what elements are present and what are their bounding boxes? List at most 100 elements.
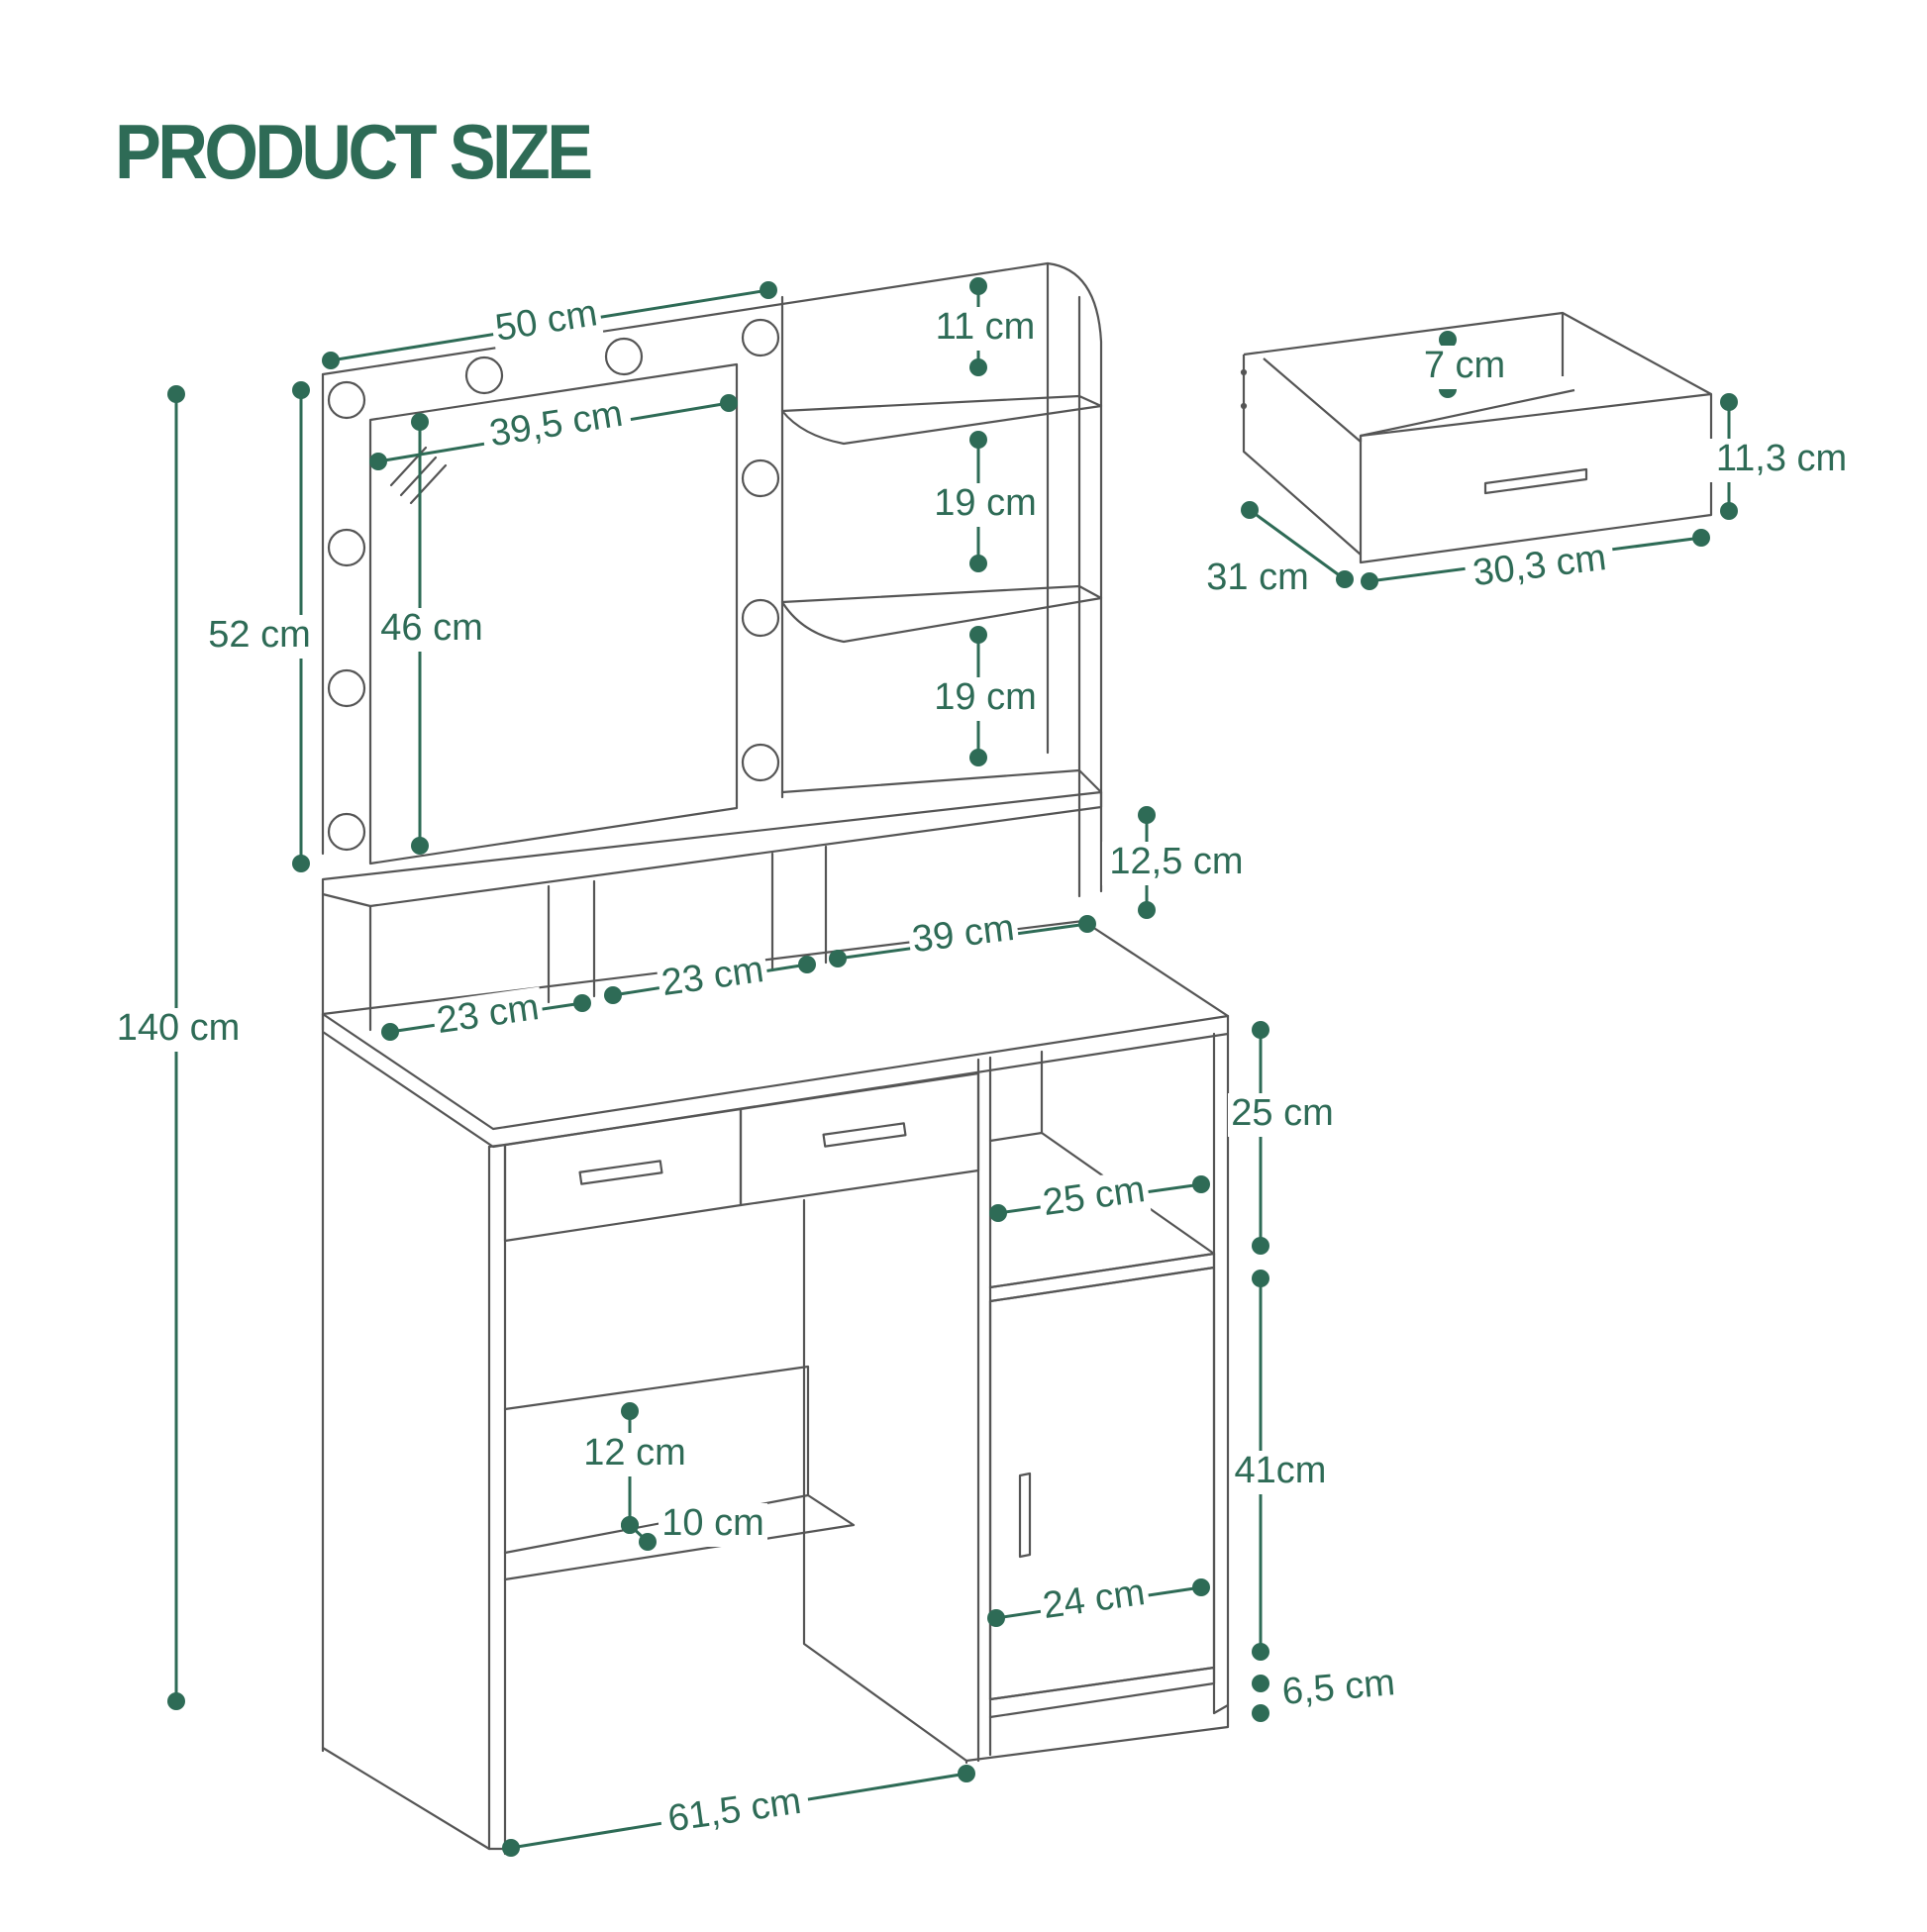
dim-mirror-width-endpoint-1 (369, 453, 387, 470)
dim-drawer-width-endpoint-2 (1692, 529, 1710, 547)
dim-cabinet-open-height-label-bg (1228, 1093, 1337, 1137)
left-panel-front (487, 1143, 507, 1851)
dim-cubby-height: 12,5 cm (1102, 806, 1251, 919)
shelf-top (780, 394, 1103, 446)
bulb-9 (741, 598, 780, 638)
dim-footrest-depth-endpoint-1 (621, 1516, 639, 1534)
dim-drawer-inner-depth-label-bg (1420, 346, 1509, 389)
dim-footrest-depth-endpoint-2 (639, 1533, 657, 1551)
dim-middle-shelf-gap-endpoint-2 (969, 555, 987, 572)
dim-drawer-depth-line (1249, 508, 1346, 581)
dim-footrest-gap-endpoint-1 (621, 1402, 639, 1420)
dim-cubby-mid-width-label-bg (656, 949, 770, 1008)
dim-base-width: 61,5 cm (502, 1765, 975, 1857)
dim-drawer-width-endpoint-1 (1361, 572, 1378, 590)
shelf-bottom (780, 768, 1103, 794)
dim-drawer-inner-depth-label: 7 cm (1424, 345, 1505, 386)
dim-mirror-height-label: 46 cm (380, 607, 482, 649)
dim-cabinet-door-width-label-bg (1037, 1572, 1152, 1631)
dim-plinth-height: 6,5 cm (1252, 1662, 1405, 1722)
bulb-3 (604, 337, 644, 376)
dim-top-shelf-gap-endpoint-1 (969, 277, 987, 295)
footrest-back (503, 1365, 810, 1497)
dim-top-width-endpoint-2 (760, 281, 777, 299)
drawer-left-front (503, 1107, 743, 1243)
dim-top-width-label: 50 cm (492, 292, 600, 350)
dim-plinth-height-endpoint-2 (1252, 1704, 1269, 1722)
dim-cubby-left-width-label: 23 cm (435, 986, 542, 1042)
dim-base-width-label-bg (658, 1779, 812, 1845)
drawer-outline (1240, 311, 1713, 564)
mirror-glare-3 (409, 463, 448, 505)
dim-cabinet-door-width-label: 24 cm (1041, 1572, 1148, 1627)
dim-lower-shelf-gap-endpoint-1 (969, 626, 987, 644)
dim-drawer-inner-depth: 7 cm (1420, 331, 1509, 398)
dim-total-height: 140 cm (114, 385, 243, 1710)
drawer-right-handle (822, 1122, 907, 1148)
dim-total-height-endpoint-1 (167, 385, 185, 403)
dim-lower-shelf-gap-label-bg (931, 677, 1040, 721)
dim-cubby-left-width-endpoint-2 (573, 994, 591, 1012)
dim-lower-shelf-gap-label: 19 cm (934, 676, 1036, 718)
dim-mirror-width: 39,5 cm (369, 392, 738, 470)
dim-drawer-height: 11,3 cm (1707, 393, 1856, 520)
dim-cubby-right-width: 39 cm (829, 907, 1096, 967)
page-title: PRODUCT SIZE (115, 108, 593, 195)
dim-top-shelf-gap-label: 11 cm (936, 306, 1036, 348)
cabinet-plinth (988, 1666, 1216, 1719)
cabinet-door (988, 1266, 1216, 1701)
dim-cabinet-door-height-label: 41cm (1235, 1450, 1327, 1491)
cubby-ledge-top (321, 790, 1103, 908)
dim-cabinet-door-width-endpoint-1 (987, 1609, 1005, 1627)
bulb-1 (327, 380, 366, 420)
dim-drawer-inner-depth-endpoint-1 (1439, 331, 1457, 349)
vanity-outline (321, 261, 1230, 1856)
dim-cabinet-door-height-label-bg (1236, 1451, 1325, 1494)
dim-cubby-height-label-bg (1102, 842, 1251, 885)
dim-top-height: 52 cm (205, 381, 314, 872)
knee-space-right (802, 1198, 968, 1763)
bulb-2 (464, 356, 504, 395)
dim-cubby-right-width-endpoint-2 (1078, 915, 1096, 933)
dim-mirror-width-endpoint-2 (720, 394, 738, 412)
dim-mirror-height: 46 cm (377, 413, 486, 855)
dim-total-height-endpoint-2 (167, 1692, 185, 1710)
left-side-panel (321, 1030, 491, 1851)
dim-cubby-right-width-endpoint-1 (829, 950, 847, 967)
dim-cabinet-door-width-endpoint-2 (1192, 1578, 1210, 1596)
dimension-annotations: 140 cm 50 cm 52 cm 39,5 cm 46 cm 11 cm 19 cm 19… (114, 277, 1856, 1857)
dim-top-width-label-bg (489, 292, 604, 354)
vanity-bulbs (327, 318, 780, 852)
dim-middle-shelf-gap-label: 19 cm (934, 482, 1036, 524)
dim-drawer-depth-label: 31 cm (1206, 557, 1308, 598)
dim-drawer-width-label-bg (1463, 537, 1617, 598)
dim-cubby-left-width: 23 cm (381, 986, 591, 1046)
bulb-5 (327, 528, 366, 567)
drawer-box-left-side (1242, 355, 1362, 556)
dim-cabinet-open-height: 25 cm (1228, 1021, 1337, 1255)
dim-cabinet-door-width: 24 cm (987, 1572, 1210, 1631)
dim-top-height-label-bg (205, 615, 314, 659)
dim-cubby-right-width-label-bg (906, 907, 1021, 965)
bulb-4 (741, 318, 780, 357)
cabinet-right-edge (1212, 1032, 1230, 1715)
bulb-10 (741, 743, 780, 782)
dim-drawer-height-label-bg (1707, 439, 1856, 482)
bulb-6 (327, 668, 366, 708)
dim-cabinet-open-width-endpoint-2 (1192, 1175, 1210, 1193)
dim-cubby-height-label: 12,5 cm (1109, 841, 1243, 882)
bulb-7 (327, 812, 366, 852)
dim-top-width: 50 cm (322, 281, 777, 369)
dim-cabinet-open-width-label-bg (1037, 1169, 1152, 1228)
dim-cabinet-open-height-endpoint-2 (1252, 1237, 1269, 1255)
dim-mirror-height-label-bg (377, 608, 486, 652)
dim-lower-shelf-gap-endpoint-2 (969, 749, 987, 766)
dim-lower-shelf-gap: 19 cm (931, 626, 1040, 766)
dim-footrest-depth-label: 10 cm (661, 1502, 763, 1544)
dim-cubby-left-width-endpoint-1 (381, 1023, 399, 1041)
dim-cabinet-door-height: 41cm (1235, 1270, 1327, 1661)
dim-cabinet-open-width-label: 25 cm (1041, 1169, 1148, 1224)
dim-middle-shelf-gap-endpoint-1 (969, 431, 987, 449)
